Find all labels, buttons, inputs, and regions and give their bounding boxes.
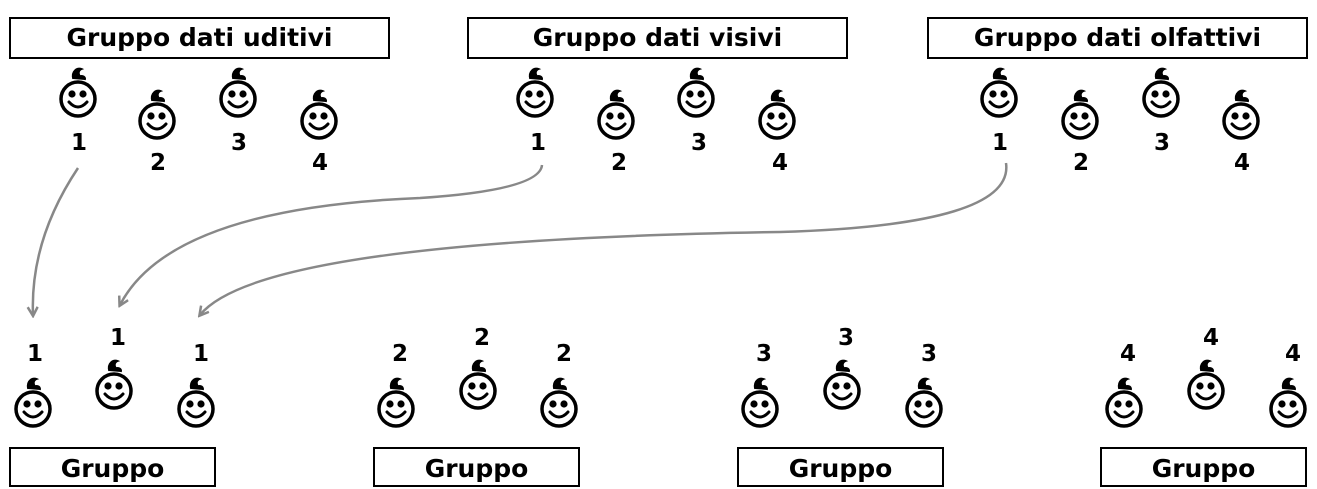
child-face-icon xyxy=(59,66,97,118)
member-number: 2 xyxy=(1072,150,1089,176)
child-face-icon xyxy=(516,66,554,118)
child-face-icon xyxy=(905,376,943,428)
member-number: 4 xyxy=(1233,150,1250,176)
member-number: 2 xyxy=(555,341,572,367)
child-face-icon xyxy=(741,376,779,428)
member-number: 3 xyxy=(690,130,707,156)
child-face-icon xyxy=(95,358,133,410)
group-label-visivi: Gruppo dati visivi xyxy=(467,17,848,59)
member-number: 1 xyxy=(192,341,209,367)
member-number: 4 xyxy=(771,150,788,176)
arrow-olfattivi-1 xyxy=(200,162,1008,315)
child-face-icon xyxy=(1269,376,1307,428)
child-face-icon xyxy=(1142,66,1180,118)
member-number: 3 xyxy=(755,341,772,367)
bottom-group-label-1: Gruppo xyxy=(9,447,216,487)
arrow-uditivi-1 xyxy=(33,167,80,315)
member-number: 4 xyxy=(1119,341,1136,367)
child-face-icon xyxy=(1061,88,1099,140)
child-face-icon xyxy=(300,88,338,140)
group-label-uditivi: Gruppo dati uditivi xyxy=(9,17,390,59)
arrow-visivi-1 xyxy=(120,164,544,305)
child-face-icon xyxy=(1222,88,1260,140)
child-face-icon xyxy=(177,376,215,428)
bottom-group-label-2: Gruppo xyxy=(373,447,580,487)
child-face-icon xyxy=(1105,376,1143,428)
member-number: 3 xyxy=(1153,130,1170,156)
child-face-icon xyxy=(219,66,257,118)
member-number: 1 xyxy=(991,130,1008,156)
member-number: 3 xyxy=(837,325,854,351)
child-face-icon xyxy=(459,358,497,410)
child-face-icon xyxy=(14,376,52,428)
member-number: 2 xyxy=(473,325,490,351)
child-face-icon xyxy=(1187,358,1225,410)
child-face-icon xyxy=(677,66,715,118)
member-number: 4 xyxy=(311,150,328,176)
member-number: 1 xyxy=(70,130,87,156)
member-number: 1 xyxy=(109,325,126,351)
child-face-icon xyxy=(138,88,176,140)
member-number: 4 xyxy=(1284,341,1301,367)
group-label-olfattivi: Gruppo dati olfattivi xyxy=(927,17,1308,59)
child-face-icon xyxy=(540,376,578,428)
member-number: 3 xyxy=(920,341,937,367)
child-face-icon xyxy=(758,88,796,140)
member-number: 2 xyxy=(610,150,627,176)
child-face-icon xyxy=(823,358,861,410)
bottom-group-label-4: Gruppo xyxy=(1100,447,1307,487)
member-number: 1 xyxy=(529,130,546,156)
child-face-icon xyxy=(597,88,635,140)
bottom-group-label-3: Gruppo xyxy=(737,447,944,487)
member-number: 1 xyxy=(26,341,43,367)
member-number: 4 xyxy=(1202,325,1219,351)
member-number: 3 xyxy=(230,130,247,156)
member-number: 2 xyxy=(391,341,408,367)
child-face-icon xyxy=(377,376,415,428)
child-face-icon xyxy=(980,66,1018,118)
member-number: 2 xyxy=(149,150,166,176)
